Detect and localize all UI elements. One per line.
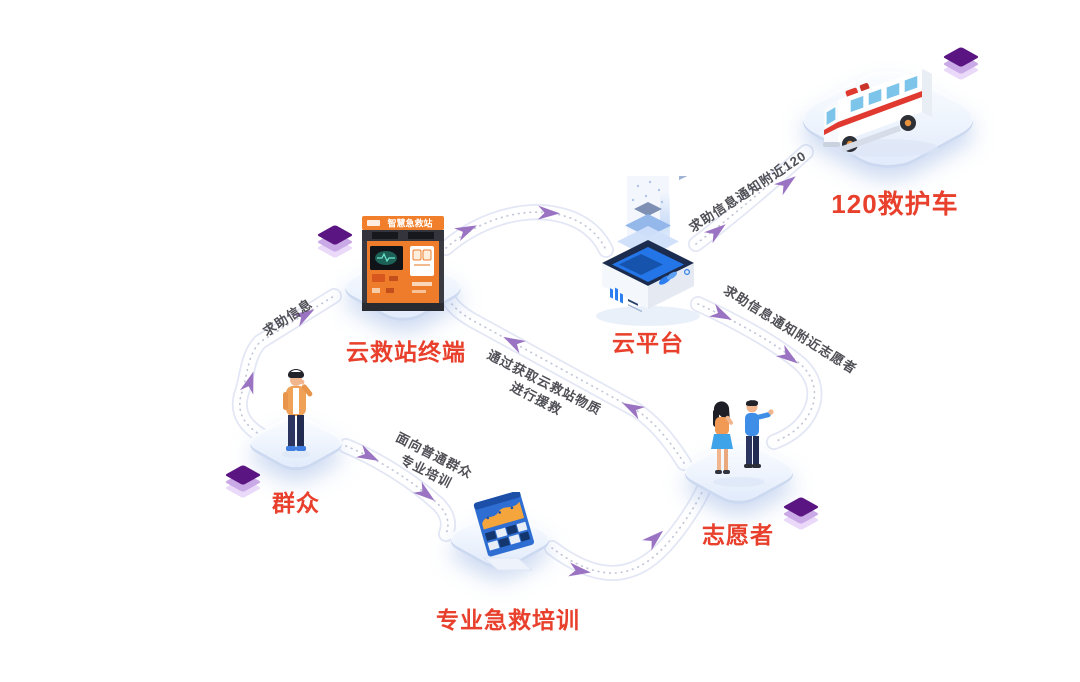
node-label-training: 专业急救培训: [436, 607, 580, 633]
node-label-public: 群众: [272, 490, 320, 516]
layer-stack-icon: [316, 222, 355, 259]
node-label-station-terminal: 云救站终端: [346, 339, 466, 365]
kiosk-sign-text: 智慧急救站: [387, 218, 432, 229]
cloud-server-icon: [596, 176, 700, 326]
volunteers-icon: [711, 400, 774, 487]
node-label-cloud-platform: 云平台: [612, 330, 684, 356]
node-label-ambulance: 120救护车: [831, 189, 959, 219]
person-icon: [282, 369, 313, 458]
layer-stack-icon: [782, 494, 821, 531]
node-label-volunteers: 志愿者: [702, 522, 774, 548]
layer-stack-icon: [224, 462, 263, 499]
ambulance-icon: [823, 69, 938, 157]
first-aid-kiosk-icon: 智慧急救站: [362, 216, 444, 311]
training-presentation-icon: [473, 492, 535, 571]
